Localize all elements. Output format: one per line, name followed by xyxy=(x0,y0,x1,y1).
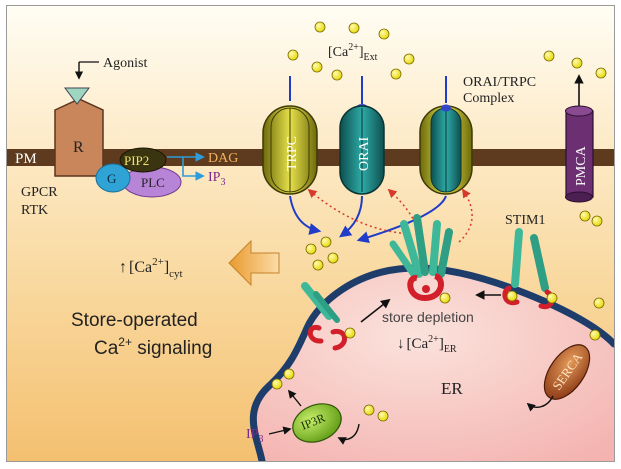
pmca-label: PMCA xyxy=(574,145,589,186)
orai-trpc-complex xyxy=(419,76,473,195)
trpc-influx-arrow xyxy=(289,195,322,235)
ca-ion xyxy=(320,236,332,248)
stim1-resting-right xyxy=(502,228,558,310)
extracellular-ca-ions xyxy=(287,21,607,227)
stim-ef-hand xyxy=(330,328,347,351)
ca-ion xyxy=(327,252,339,264)
ca-ion xyxy=(314,21,326,33)
er-label: ER xyxy=(441,379,463,398)
stim-translocation-arrow xyxy=(360,298,391,323)
ip3r-release-arrow xyxy=(287,389,302,407)
soc-title-line1: Store-operated xyxy=(71,310,198,331)
stim-ef-hand-core xyxy=(422,285,430,293)
ca-ion xyxy=(589,329,601,341)
pm-label: PM xyxy=(15,151,37,167)
orai-influx-arrow xyxy=(339,195,363,238)
stim-to-complex-arrow xyxy=(458,188,473,243)
ca-ion xyxy=(595,67,607,79)
ca-ion xyxy=(305,243,317,255)
trpc-label: TRPC xyxy=(285,136,300,171)
g-protein xyxy=(95,163,131,193)
ca-ion xyxy=(546,292,558,304)
pip2-label: PIP2 xyxy=(124,153,149,168)
cytosolic-ca-ions xyxy=(305,236,339,271)
stim1-oligomer-center xyxy=(389,214,453,304)
dag-label: DAG xyxy=(208,151,238,166)
rtk-label: RTK xyxy=(21,203,48,218)
ca-ion xyxy=(331,69,343,81)
soc-title-line2: Ca2+ signaling xyxy=(94,335,212,359)
ca-ion xyxy=(591,215,603,227)
trpc-channel: TRPC xyxy=(262,76,318,195)
ip3-arrow-upper xyxy=(182,157,205,181)
ca-ion xyxy=(283,368,295,380)
cytosolic-ca-rise-arrow xyxy=(228,239,280,287)
ip3r-channel: IP3R xyxy=(292,403,342,443)
ca-ion xyxy=(287,49,299,61)
er-lumen xyxy=(253,267,614,461)
ca-ion xyxy=(344,327,356,339)
receptor-label: R xyxy=(73,139,84,156)
complex-label-line2: Complex xyxy=(463,91,514,106)
ca-ion xyxy=(378,28,390,40)
plc-label: PLC xyxy=(141,175,165,190)
ca-ext-label: [Ca2+]Ext xyxy=(328,42,378,63)
ca-ion xyxy=(543,50,555,62)
ca-ion xyxy=(348,22,360,34)
ca-ion xyxy=(363,404,375,416)
ca-ion xyxy=(579,210,591,222)
diagram-frame: PM R Agonist GPCR RTK PLC G PIP2 DAG IP3… xyxy=(6,5,615,462)
agonist-ligand-icon xyxy=(64,87,90,105)
stim1-label: STIM1 xyxy=(505,213,545,228)
ip3r-lumen-arrow xyxy=(337,423,360,445)
gpcr-label: GPCR xyxy=(21,185,58,200)
orai-label: ORAI xyxy=(357,136,372,171)
serca-uptake-arrow xyxy=(526,395,554,412)
ca-ion xyxy=(506,290,518,302)
ca-ion xyxy=(311,61,323,73)
orai-channel: ORAI xyxy=(339,76,385,195)
store-operated-calcium-diagram: PM R Agonist GPCR RTK PLC G PIP2 DAG IP3… xyxy=(7,6,614,461)
ca-ion xyxy=(312,259,324,271)
stim1-resting-left xyxy=(301,282,356,351)
stim-ef-hand xyxy=(307,324,324,344)
er-membrane xyxy=(249,264,614,461)
ca-ion xyxy=(571,57,583,69)
g-protein-label: G xyxy=(107,171,116,186)
ca-er-label: ↓[Ca2+]ER xyxy=(397,334,457,355)
complex-label-line1: ORAI/TRPC xyxy=(463,75,536,90)
ip3-lower-label: IP3 xyxy=(246,427,263,445)
stim-ef-hand xyxy=(502,285,520,306)
ca-ion xyxy=(439,292,451,304)
pmca-pump: PMCA xyxy=(565,74,594,203)
ca-cyt-label: ↑[Ca2+]cyt xyxy=(119,256,183,280)
stim-to-trpc-arrow xyxy=(307,188,412,235)
ca-ion xyxy=(593,297,605,309)
agonist-label: Agonist xyxy=(103,56,147,71)
store-depletion-label: store depletion xyxy=(382,309,474,325)
ip3-binding-arrow xyxy=(268,426,292,435)
ca-ion xyxy=(390,68,402,80)
ip3-upper-label: IP3 xyxy=(208,170,225,188)
pip2-lipid xyxy=(119,147,167,173)
ca-ion xyxy=(403,53,415,65)
ca-ion xyxy=(271,378,283,390)
receptor: R xyxy=(54,98,104,177)
ca-ion xyxy=(377,410,389,422)
